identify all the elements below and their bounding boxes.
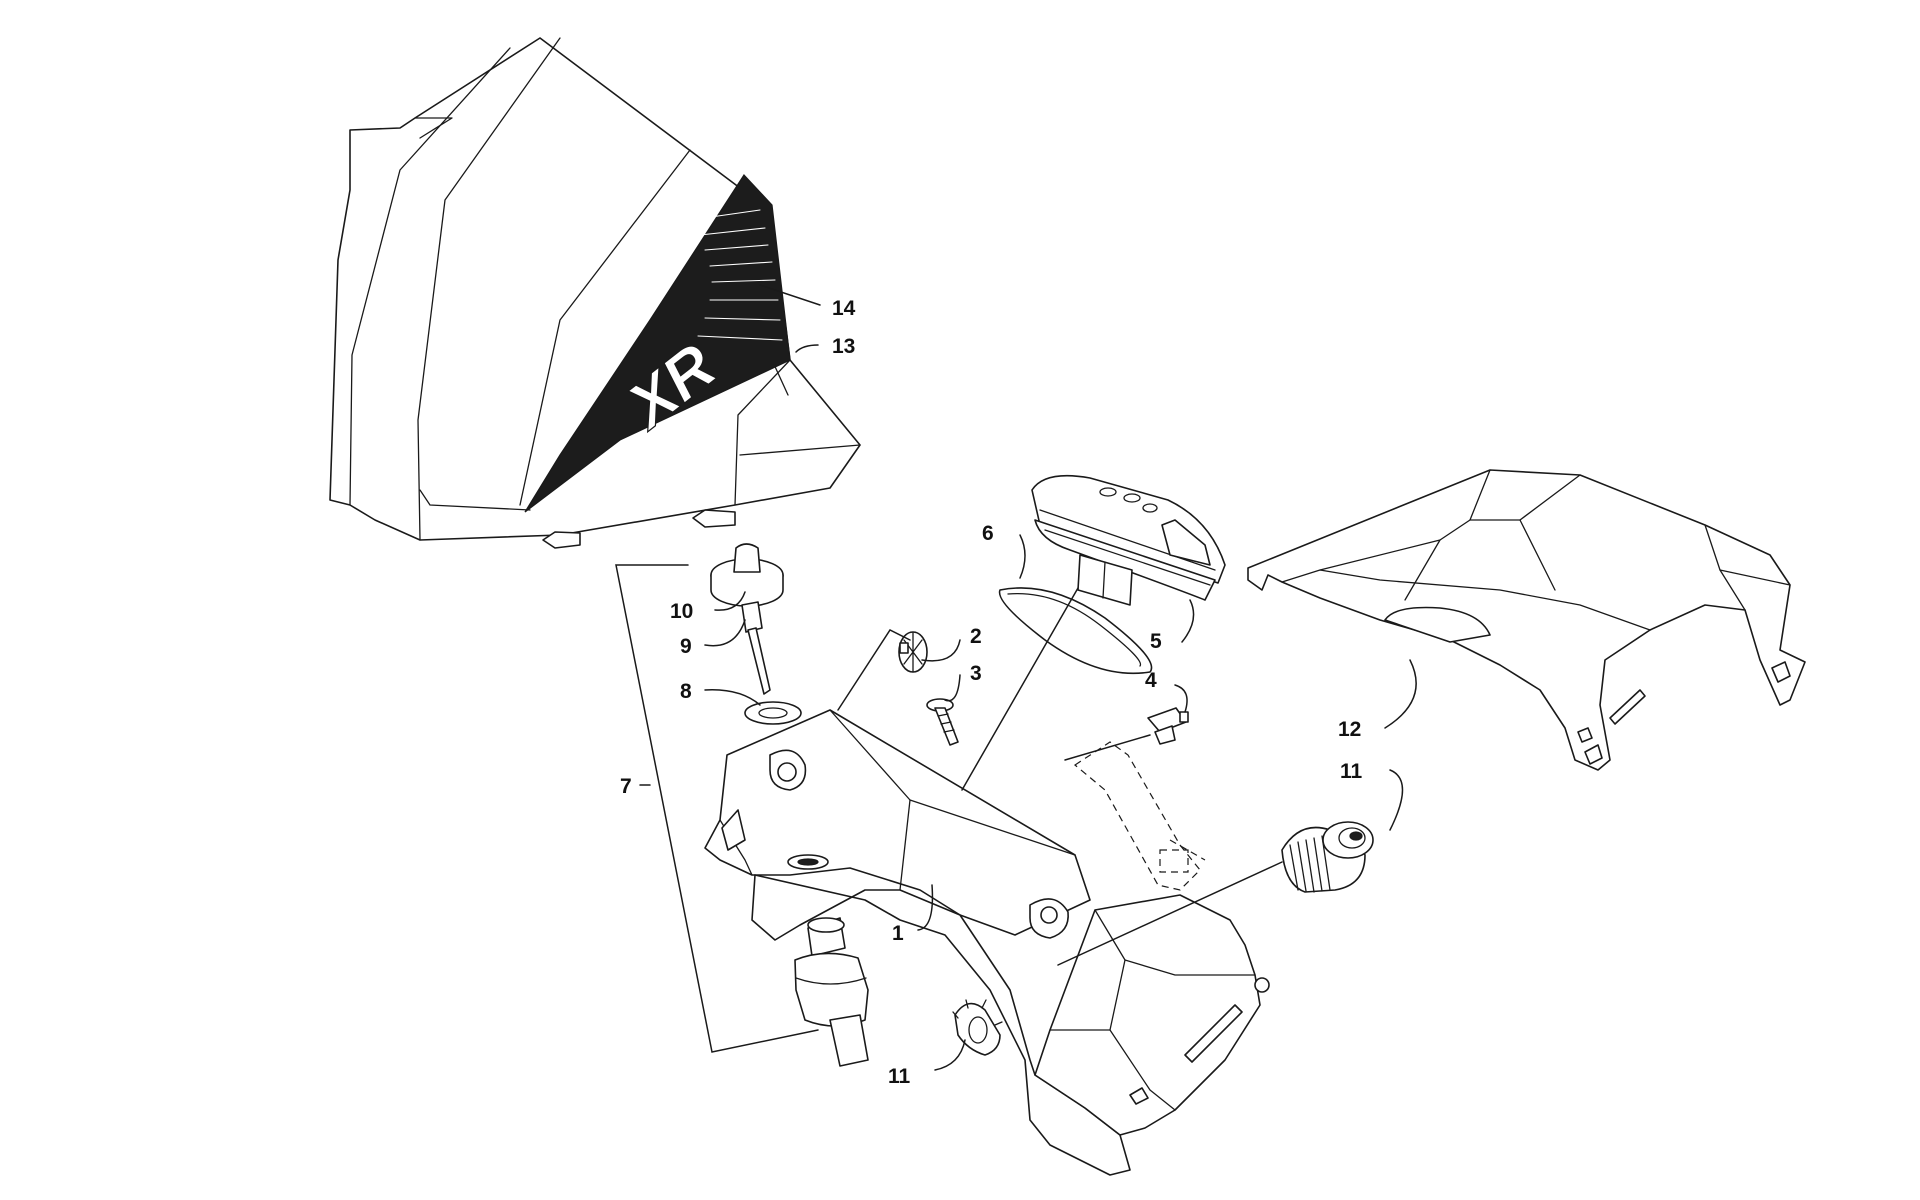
callout-3: 3 xyxy=(970,662,982,685)
callout-14: 14 xyxy=(832,297,856,320)
key-cap xyxy=(710,543,784,607)
callout-10: 10 xyxy=(670,600,693,623)
windshield: XR xyxy=(329,37,861,549)
leader-lines xyxy=(615,284,1417,1071)
windshield-decal xyxy=(524,174,791,513)
power-socket xyxy=(1281,821,1374,893)
callout-11-lower: 11 xyxy=(888,1065,911,1088)
callout-7: 7 xyxy=(620,775,632,798)
callout-6: 6 xyxy=(982,522,994,545)
callout-8: 8 xyxy=(680,680,692,703)
callout-13: 13 xyxy=(832,335,855,358)
callout-9: 9 xyxy=(680,635,692,658)
callouts: 14 13 10 9 8 7 2 3 4 5 6 1 11 11 12 xyxy=(620,297,1363,1088)
gauge-display xyxy=(1031,474,1226,606)
callout-1: 1 xyxy=(892,922,904,945)
callout-4: 4 xyxy=(1145,669,1157,692)
bezel-ring xyxy=(744,701,802,725)
ignition-switch xyxy=(794,917,869,1067)
bolt xyxy=(926,698,959,746)
side-cover xyxy=(1247,469,1806,771)
callout-2: 2 xyxy=(970,625,982,648)
screw xyxy=(898,631,928,673)
callout-12: 12 xyxy=(1338,718,1361,741)
ignition-key xyxy=(741,601,771,695)
dash-housing xyxy=(704,709,1270,1176)
connector xyxy=(1147,707,1189,745)
callout-11-upper: 11 xyxy=(1340,760,1363,783)
socket-nut xyxy=(952,999,1003,1056)
gauge-gasket xyxy=(998,587,1153,675)
callout-5: 5 xyxy=(1150,630,1162,653)
connector-mount-dashed xyxy=(1073,741,1206,891)
